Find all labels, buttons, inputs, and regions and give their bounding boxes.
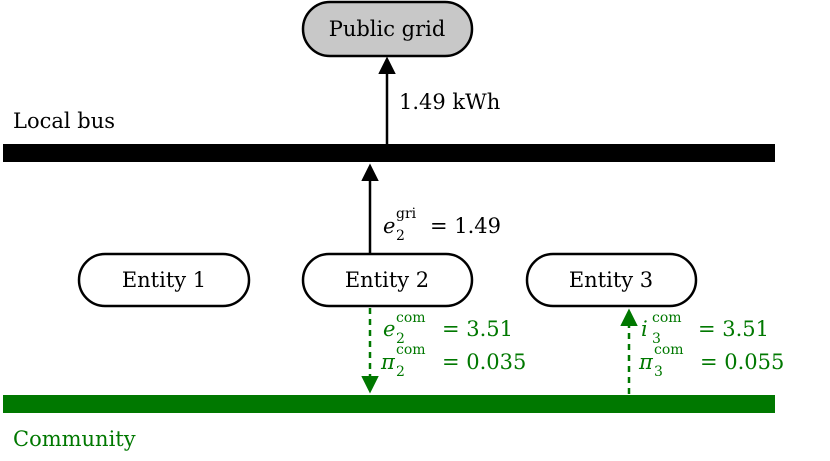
entity-1-node: Entity 1 — [77, 252, 251, 308]
community-label: Community — [13, 427, 136, 451]
svg-text:com: com — [396, 342, 426, 358]
svg-text:2: 2 — [396, 364, 405, 380]
e2-com-label: e com 2 = 3.51 — [383, 310, 513, 347]
public-grid-node: Public grid — [301, 0, 474, 58]
entity-3-label: Entity 3 — [569, 268, 653, 292]
pi2-com-label: π com 2 = 0.035 — [380, 342, 526, 380]
i3-com-label: i com 3 = 3.51 — [641, 310, 769, 347]
local-bus-label: Local bus — [13, 109, 115, 133]
community-bus-bar — [3, 395, 775, 413]
svg-text:= 0.055: = 0.055 — [700, 350, 784, 374]
svg-text:2: 2 — [396, 331, 405, 347]
svg-text:3: 3 — [652, 331, 661, 347]
svg-text:gri: gri — [396, 206, 417, 222]
svg-text:com: com — [396, 310, 426, 326]
svg-text:= 3.51: = 3.51 — [698, 317, 769, 341]
entity-2-node: Entity 2 — [301, 252, 474, 308]
svg-text:= 1.49: = 1.49 — [430, 214, 501, 238]
public-grid-label: Public grid — [329, 17, 446, 41]
entity-2-label: Entity 2 — [345, 268, 429, 292]
svg-text:3: 3 — [654, 364, 663, 380]
svg-text:2: 2 — [396, 228, 405, 244]
svg-text:π: π — [380, 350, 396, 374]
svg-text:com: com — [652, 310, 682, 326]
svg-text:e: e — [383, 317, 395, 341]
local-bus-bar — [3, 144, 775, 162]
svg-text:π: π — [638, 350, 654, 374]
entity-1-label: Entity 1 — [122, 268, 206, 292]
svg-text:e: e — [383, 214, 395, 238]
svg-text:= 3.51: = 3.51 — [442, 317, 513, 341]
pi3-com-label: π com 3 = 0.055 — [638, 342, 784, 380]
svg-text:com: com — [654, 342, 684, 358]
svg-text:= 0.035: = 0.035 — [442, 350, 526, 374]
e2-gri-label: e gri 2 = 1.49 — [383, 206, 501, 244]
svg-text:i: i — [641, 317, 648, 341]
grid-flow-label: 1.49 kWh — [399, 90, 500, 114]
entity-3-node: Entity 3 — [525, 252, 698, 308]
